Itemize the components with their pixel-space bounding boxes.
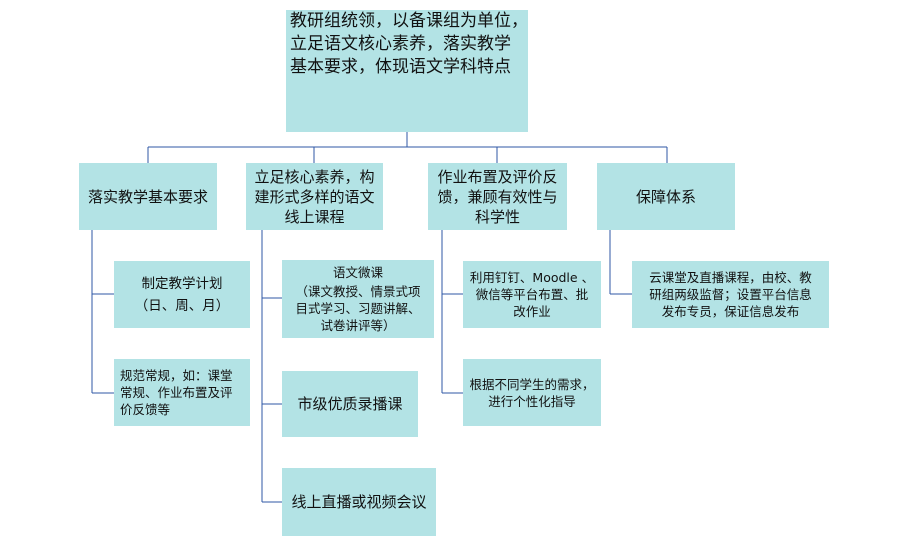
branch-2-line-2: 建形式多样的语文 xyxy=(254,187,375,206)
branch-2-child-3-node: 线上直播或视频会议 xyxy=(282,468,436,536)
branch-3-child-2-line-2: 进行个性化指导 xyxy=(488,393,576,409)
branch-2-child-2-line-1: 市级优质录播课 xyxy=(297,395,403,413)
branch-2-line-1: 立足核心素养，构 xyxy=(254,167,375,186)
root-line-2: 立足语文核心素养，落实教学 xyxy=(290,34,511,54)
branch-4-child-1-node: 云课堂及直播课程，由校、教 研组两级监督；设置平台信息 发布专员，保证信息发布 xyxy=(632,261,829,328)
branch-4-child-1-line-3: 发布专员，保证信息发布 xyxy=(661,304,800,319)
branch-2-child-1-line-3: 试卷讲评等） xyxy=(320,318,396,333)
branch-2-node: 立足核心素养，构 建形式多样的语文 线上课程 xyxy=(246,163,383,230)
branch-3-child-2-node: 根据不同学生的需求， 进行个性化指导 xyxy=(463,359,601,426)
branch-2-child-2-node: 市级优质录播课 xyxy=(282,371,418,437)
branch-1-child-1-line-1: 制定教学计划 xyxy=(141,275,223,292)
branch-1-child-2-node: 规范常规，如：课堂 常规、作业布置及评 价反馈等 xyxy=(114,359,250,426)
root-line-3: 基本要求，体现语文学科特点 xyxy=(290,57,511,77)
branch-1-child-1-node: 制定教学计划 （日、周、月） xyxy=(114,261,250,328)
branch-1-child-2-line-3: 价反馈等 xyxy=(120,402,171,417)
branch-2-child-1-node: 语文微课 （课文教授、情景式项 目式学习、习题讲解、 试卷讲评等） xyxy=(282,260,434,338)
branch-2-line-3: 线上课程 xyxy=(284,207,345,226)
branch-3-node: 作业布置及评价反 馈，兼顾有效性与 科学性 xyxy=(428,163,567,230)
root-line-1: 教研组统领，以备课组为单位， xyxy=(290,11,528,31)
branch-3-line-2: 馈，兼顾有效性与 xyxy=(437,187,558,206)
branch-3-child-1-line-3: 改作业 xyxy=(513,304,551,319)
branch-2-child-1-line-2: 目式学习、习题讲解、 xyxy=(295,301,421,316)
branch-1-line-1: 落实教学基本要求 xyxy=(87,187,208,206)
branch-4-child-1-line-1: 云课堂及直播课程，由校、教 xyxy=(649,270,812,285)
branch-3-child-1-line-2: 微信等平台布置、批 xyxy=(475,287,589,302)
branch-4-node: 保障体系 xyxy=(597,163,735,230)
branch-4-child-1-line-2: 研组两级监督；设置平台信息 xyxy=(649,287,812,302)
branch-2-child-1-title: 语文微课 xyxy=(332,265,383,280)
branch-1-child-2-line-2: 常规、作业布置及评 xyxy=(120,385,233,400)
branch-3-line-3: 科学性 xyxy=(474,207,520,226)
branch-3-child-1-node: 利用钉钉、Moodle 、 微信等平台布置、批 改作业 xyxy=(463,261,601,328)
branch-1-child-2-line-1: 规范常规，如：课堂 xyxy=(120,368,233,383)
branch-2-child-3-line-1: 线上直播或视频会议 xyxy=(291,493,427,511)
branch-3-child-2-line-1: 根据不同学生的需求， xyxy=(469,376,595,392)
branch-3-child-1-line-1: 利用钉钉、Moodle 、 xyxy=(469,270,595,285)
branch-4-line-1: 保障体系 xyxy=(635,187,696,206)
branch-1-child-1-line-2: （日、周、月） xyxy=(134,297,230,314)
branch-1-node: 落实教学基本要求 xyxy=(79,163,217,230)
root-node: 教研组统领，以备课组为单位， 立足语文核心素养，落实教学 基本要求，体现语文学科… xyxy=(286,10,528,132)
branch-3-line-1: 作业布置及评价反 xyxy=(437,167,558,186)
branch-2-child-1-line-1: （课文教授、情景式项 xyxy=(295,284,421,299)
